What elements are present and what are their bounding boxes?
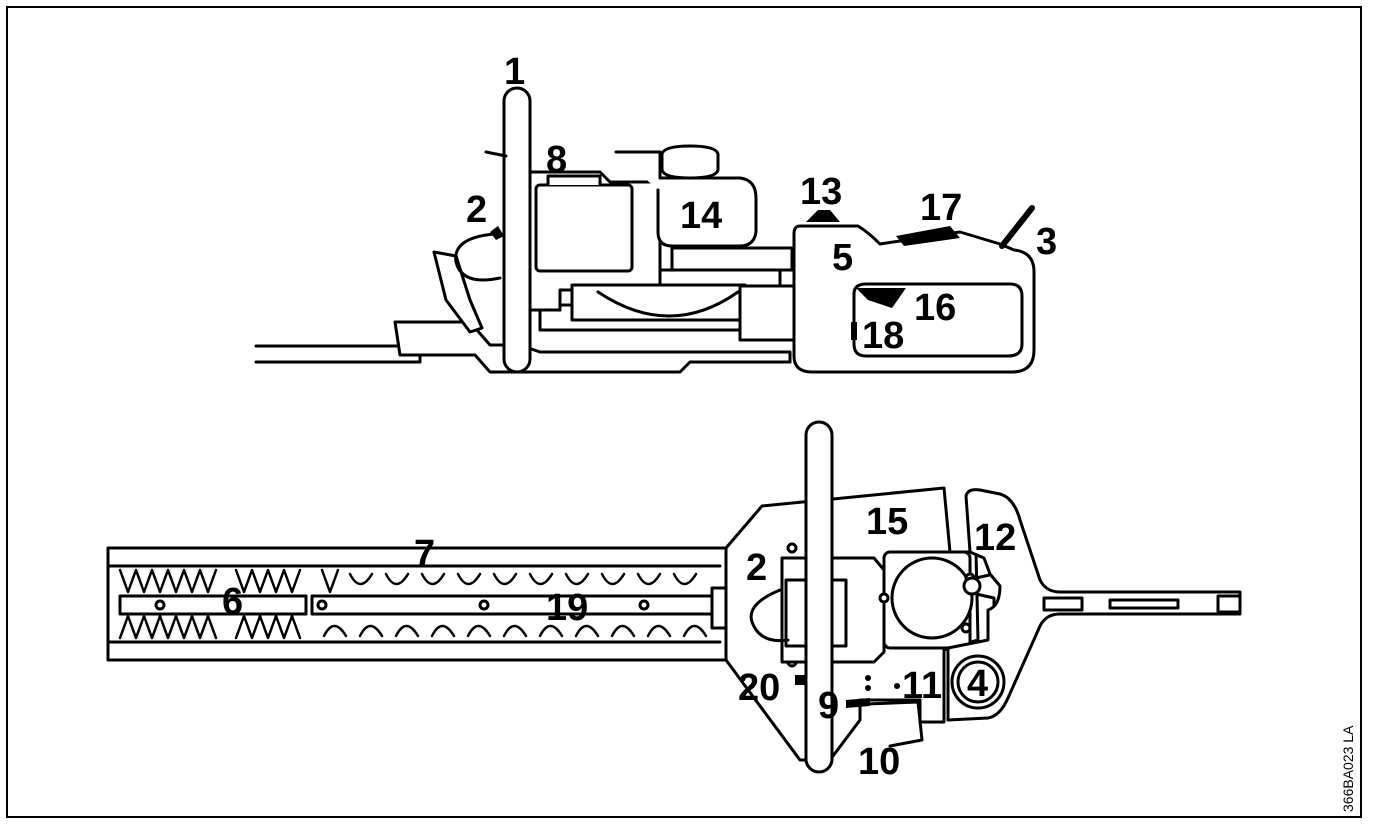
callout-1: 1 (504, 51, 525, 93)
side-stop-lever (999, 205, 1035, 249)
callout-11: 11 (902, 665, 942, 707)
side-air-filter-cover (534, 183, 634, 273)
callout-18: 18 (862, 315, 904, 357)
callout-2-side: 2 (466, 189, 487, 231)
callout-17: 17 (920, 187, 962, 229)
callout-5: 5 (832, 237, 853, 279)
callout-20: 20 (738, 667, 780, 709)
callout-9: 9 (818, 685, 839, 727)
top-rear-handle (946, 488, 1242, 722)
callout-15: 15 (866, 501, 908, 543)
figure-code: 366BA023 LA (1340, 725, 1356, 812)
side-fuel-cap (660, 144, 720, 180)
top-teeth-upper (118, 568, 698, 594)
callouts: 1 2 3 5 8 13 14 16 17 18 2 4 6 7 9 10 11… (222, 51, 1057, 783)
top-view (106, 420, 1242, 774)
callout-13: 13 (800, 171, 842, 213)
side-trigger (856, 288, 906, 308)
callout-12: 12 (974, 517, 1016, 559)
side-throttle-lockout (896, 226, 960, 246)
side-view (254, 86, 1036, 374)
callout-14: 14 (680, 195, 722, 237)
top-air-filter (890, 556, 974, 640)
top-blade-strip-left (118, 594, 308, 616)
side-chassis (393, 320, 792, 374)
side-tank (614, 150, 758, 248)
callout-8: 8 (546, 139, 567, 181)
figure-frame (6, 6, 1362, 818)
top-blade-strip-right (310, 594, 718, 616)
top-teeth-lower (118, 614, 708, 640)
callout-7: 7 (414, 533, 435, 575)
callout-4: 4 (967, 663, 988, 705)
side-front-handle (502, 86, 532, 374)
callout-2-top: 2 (746, 547, 767, 589)
callout-19: 19 (546, 587, 588, 629)
callout-16: 16 (914, 287, 956, 329)
callout-10: 10 (858, 741, 900, 783)
top-front-handle (804, 420, 834, 774)
top-starter-cord (749, 588, 790, 643)
side-starter-cord (454, 232, 502, 282)
callout-3: 3 (1036, 221, 1057, 263)
side-blade (254, 344, 422, 364)
callout-6: 6 (222, 581, 243, 623)
